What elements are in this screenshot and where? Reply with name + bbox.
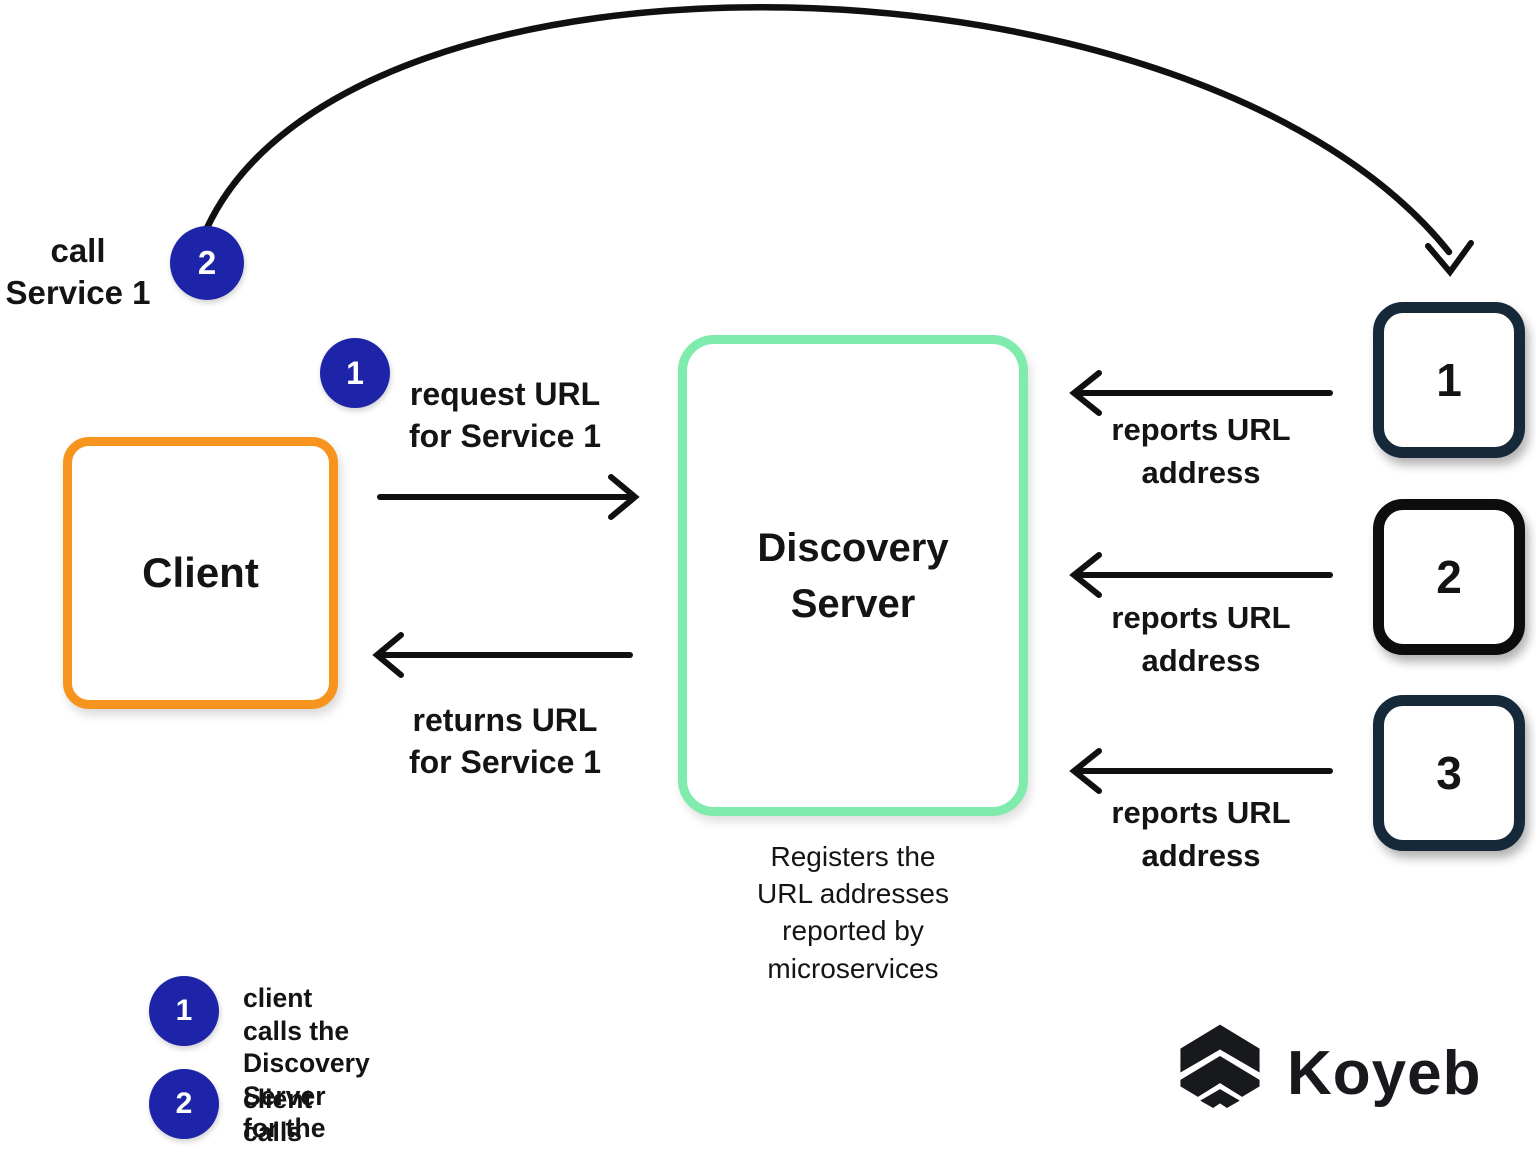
service-3-node: 3: [1373, 695, 1525, 851]
client-node: Client: [63, 437, 338, 709]
step-2-badge: 2: [170, 226, 244, 300]
service-2-node: 2: [1373, 499, 1525, 655]
arrowhead-left-icon: [1069, 552, 1102, 598]
discovery-server-label: Discovery Server: [757, 525, 949, 626]
arrowhead-left-icon: [1069, 748, 1102, 794]
reports-url-label-2: reports URL address: [1111, 600, 1291, 678]
call-service-label: call Service 1: [5, 232, 151, 312]
legend-badge-2: 2: [149, 1069, 219, 1139]
koyeb-logo: Koyeb: [1173, 1021, 1481, 1113]
discovery-server-caption: Registers the URL addresses reported by …: [757, 841, 949, 984]
koyeb-chevrons-icon: [1180, 1024, 1260, 1108]
service-1-node: 1: [1373, 302, 1525, 458]
client-node-label: Client: [142, 549, 259, 596]
reports-url-label-3: reports URL address: [1111, 795, 1291, 873]
arrowhead-left-icon: [372, 632, 404, 678]
arrowhead-left-icon: [1069, 370, 1102, 416]
koyeb-wordmark: Koyeb: [1287, 1039, 1482, 1108]
request-url-label: request URL for Service 1: [408, 376, 602, 454]
service-2-label: 2: [1436, 551, 1462, 603]
returns-url-label: returns URL for Service 1: [408, 702, 602, 780]
reports-url-label-1: reports URL address: [1111, 412, 1291, 490]
legend-badge-1: 1: [149, 976, 219, 1046]
curved-arrow-call-service: [203, 4, 1453, 256]
legend-text-1: client calls the Discovery Server for th…: [243, 983, 370, 1149]
arrowhead-right-icon: [608, 474, 640, 520]
legend-text-2: client calls Service 1 after the Discove…: [243, 1084, 313, 1147]
step-1-badge: 1: [320, 338, 390, 408]
service-1-label: 1: [1436, 354, 1462, 406]
curved-arrowhead-down-icon: [1425, 240, 1474, 277]
service-3-label: 3: [1436, 747, 1462, 799]
discovery-server-node: Discovery Server: [678, 335, 1028, 816]
